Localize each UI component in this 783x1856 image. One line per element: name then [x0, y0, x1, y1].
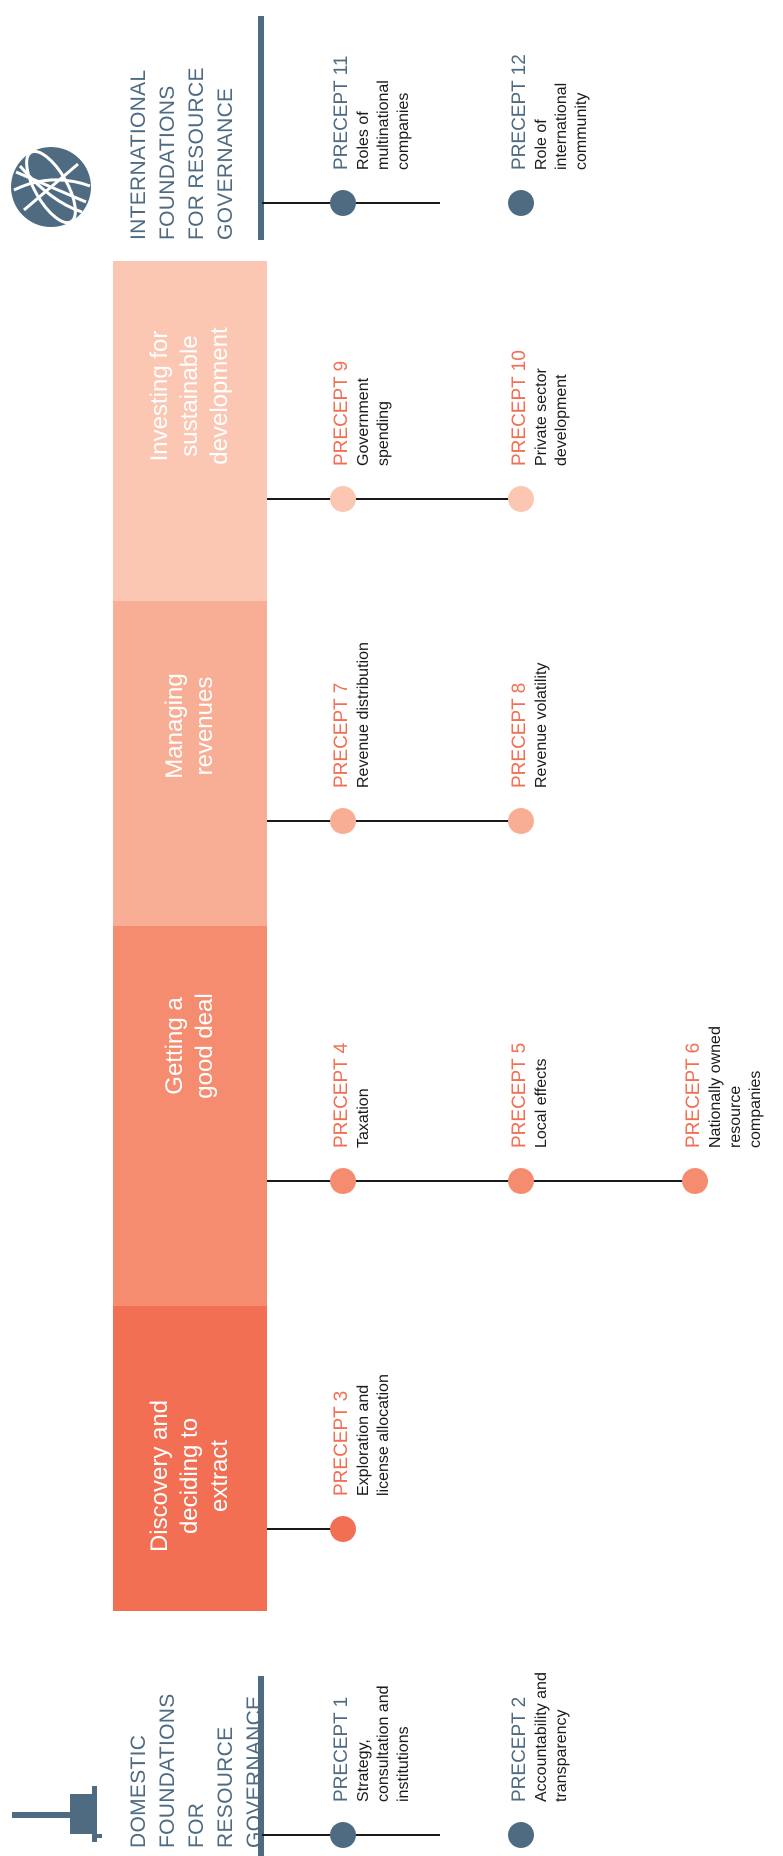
precept-6-desc: Nationally owned resource companies — [707, 1026, 764, 1148]
precept-9-dot — [330, 486, 356, 512]
precept-9-title: PRECEPT 9 — [331, 360, 352, 466]
precept-11-desc: Roles of multinational companies — [355, 80, 412, 170]
precept-6: PRECEPT 6 Nationally owned resource comp… — [682, 978, 766, 1148]
international-bar — [258, 16, 264, 240]
stage-4-label: Investing for sustainable development — [146, 327, 233, 465]
precept-3: PRECEPT 3 Exploration and license alloca… — [330, 1296, 394, 1496]
precept-3-desc: Exploration and license allocation — [355, 1374, 392, 1496]
precept-10-title: PRECEPT 10 — [509, 350, 530, 466]
precept-7-title: PRECEPT 7 — [331, 682, 352, 788]
precept-5: PRECEPT 5 Local effects — [508, 998, 552, 1148]
precept-7-desc: Revenue distribution — [355, 642, 372, 788]
stage-1-label: Discovery and deciding to extract — [146, 1399, 233, 1553]
stage-1-arrow — [113, 1306, 267, 1611]
precept-8-desc: Revenue volatility — [533, 662, 550, 788]
stage-2-label: Getting a good deal — [161, 993, 218, 1099]
precept-5-title: PRECEPT 5 — [509, 1042, 530, 1148]
precept-12-title: PRECEPT 12 — [509, 54, 530, 170]
precept-5-dot — [508, 1168, 534, 1194]
precept-10: PRECEPT 10 Private sector development — [508, 316, 572, 466]
precept-4-title: PRECEPT 4 — [331, 1042, 352, 1148]
precept-4-dot — [330, 1168, 356, 1194]
stage-3-arrow — [113, 601, 267, 996]
precept-8-dot — [508, 808, 534, 834]
stage-4-connector — [267, 498, 521, 500]
precept-7: PRECEPT 7 Revenue distribution — [330, 588, 374, 788]
bank-building-icon — [12, 1786, 102, 1842]
precept-5-desc: Local effects — [533, 1058, 550, 1148]
precept-12-dot — [508, 190, 534, 216]
precept-10-dot — [508, 486, 534, 512]
precept-10-desc: Private sector development — [533, 368, 570, 466]
stage-3-label: Managing revenues — [161, 673, 218, 779]
precept-8-title: PRECEPT 8 — [509, 682, 530, 788]
precept-7-dot — [330, 808, 356, 834]
precept-12-desc: Role of international community — [533, 82, 590, 170]
precept-4-desc: Taxation — [355, 1088, 372, 1148]
precept-8: PRECEPT 8 Revenue volatility — [508, 588, 552, 788]
precept-11-title: PRECEPT 11 — [331, 55, 352, 170]
precept-3-dot — [330, 1516, 356, 1542]
precept-3-title: PRECEPT 3 — [331, 1390, 352, 1496]
precept-6-dot — [682, 1168, 708, 1194]
international-heading: INTERNATIONAL FOUNDATIONS FOR RESOURCE G… — [127, 67, 237, 240]
precept-4: PRECEPT 4 Taxation — [330, 998, 374, 1148]
globe-icon — [11, 147, 91, 227]
precept-9-desc: Government spending — [355, 377, 392, 466]
precept-6-title: PRECEPT 6 — [683, 1042, 704, 1148]
precept-11: PRECEPT 11 Roles of multinational compan… — [330, 20, 414, 170]
precept-11-dot — [330, 190, 356, 216]
stage-4-arrow — [113, 261, 267, 671]
stage-3-connector — [267, 820, 521, 822]
stage-2-arrow — [113, 926, 267, 1376]
precept-9: PRECEPT 9 Government spending — [330, 316, 394, 466]
precept-12: PRECEPT 12 Role of international communi… — [508, 20, 592, 170]
